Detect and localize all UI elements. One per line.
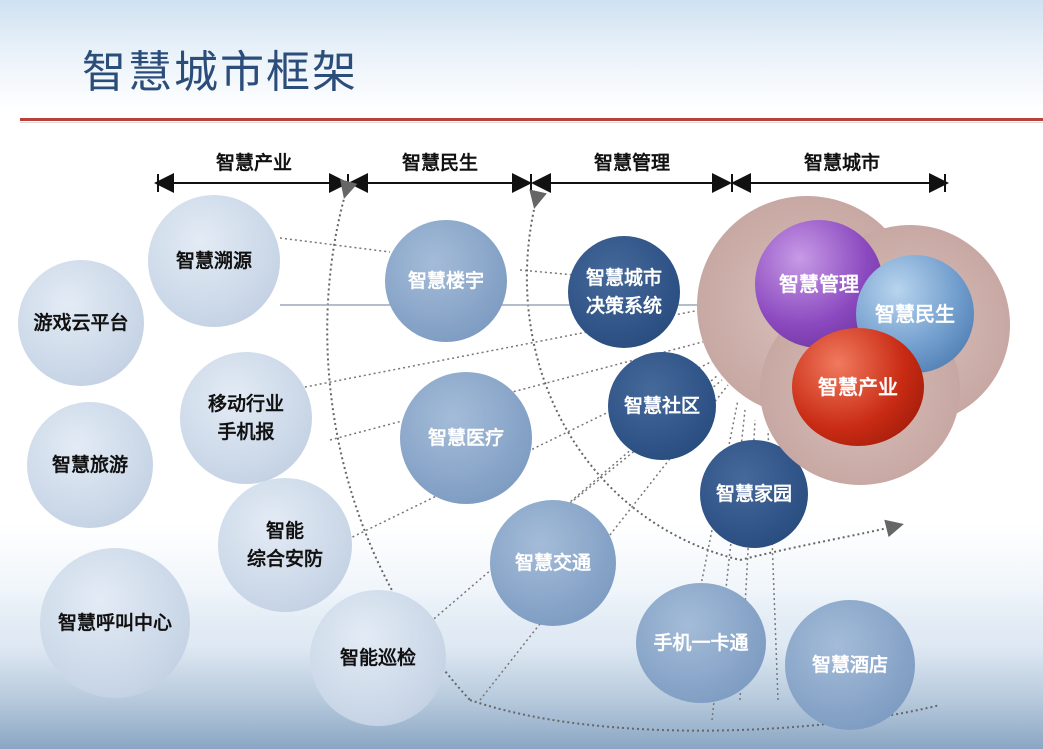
node-label-line-2: 手机报 [217,421,275,443]
node-zhineng-xunjian: 智能巡检 [310,590,446,726]
column-header-chengshi: 智慧城市 [803,152,881,174]
dotted-arcs [326,179,941,732]
node-shouji-yikatong: 手机一卡通 [636,583,766,703]
column-header-guanli: 智慧管理 [593,152,671,174]
node-label: 智慧家园 [715,482,792,505]
node-label-line-1: 移动行业 [207,392,284,415]
node-label: 手机一卡通 [653,631,749,654]
node-label: 智慧医疗 [427,426,504,449]
node-zhihui-yiliao: 智慧医疗 [400,372,532,504]
column-header-chanye: 智慧产业 [215,152,293,174]
column-header-minsheng: 智慧民生 [401,152,479,174]
core-zhihui-chanye: 智慧产业 [792,328,924,446]
node-label: 智能巡检 [339,646,416,669]
node-label: 智慧呼叫中心 [57,611,172,634]
node-zhihui-suyuan: 智慧溯源 [148,195,280,327]
node-label-line-1: 智能 [265,519,304,542]
node-label: 智慧酒店 [811,653,888,676]
node-label-line-2: 综合安防 [246,548,323,570]
sky-background [0,0,1043,110]
core-label: 智慧民生 [875,302,955,326]
node-label: 智慧溯源 [175,249,252,272]
header-dimension-lines [154,173,949,193]
node-zhihui-chengshi-juece-xitong: 智慧城市决策系统 [568,236,680,348]
page-title: 智慧城市框架 [82,47,358,98]
node-label: 智慧旅游 [51,453,128,476]
title-divider-shadow [20,122,1043,123]
node-youxi-yun-pingtai: 游戏云平台 [18,260,144,386]
title-divider [20,118,1043,121]
node-zhihui-lvyou: 智慧旅游 [27,402,153,528]
node-label-line-1: 智慧城市 [585,266,662,289]
node-zhihui-jiaotong: 智慧交通 [490,500,616,626]
node-label: 游戏云平台 [33,311,129,334]
core-label: 智慧管理 [779,272,859,296]
node-zhihui-hujiao-zhongxin: 智慧呼叫中心 [40,548,190,698]
node-yidong-hangye-shoujibao: 移动行业手机报 [180,352,312,484]
core-label: 智慧产业 [818,375,898,399]
node-label: 智慧楼宇 [407,269,484,292]
node-zhihui-shequ: 智慧社区 [608,352,716,460]
node-label: 智慧交通 [514,551,591,574]
core-zhihui-guanli: 智慧管理 [755,220,883,348]
node-label-line-2: 决策系统 [585,295,662,317]
node-label: 智慧社区 [623,394,700,417]
node-zhineng-zonghe-anfang: 智能综合安防 [218,478,352,612]
node-zhihui-jiudian: 智慧酒店 [785,600,915,730]
node-zhihui-louyu: 智慧楼宇 [385,220,507,342]
